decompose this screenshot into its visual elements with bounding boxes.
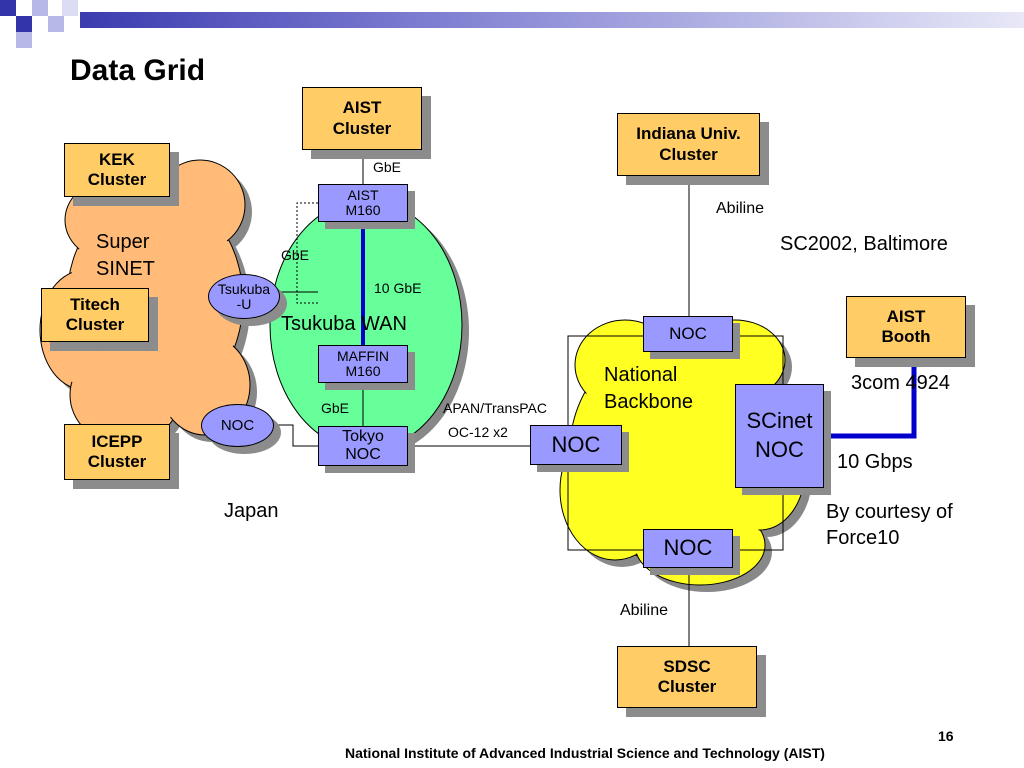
super-sinet-label: Super SINET — [96, 231, 155, 280]
japan-noc[interactable]: NOC — [201, 404, 274, 447]
footer-text: National Institute of Advanced Industria… — [345, 745, 825, 761]
tsukuba-u-node[interactable]: Tsukuba -U — [208, 274, 280, 319]
gbe-bottom-label: GbE — [321, 400, 350, 416]
us-noc-left[interactable]: NOC — [530, 425, 622, 465]
national-backbone-label: National Backbone — [604, 364, 693, 413]
maffin-m160-router[interactable]: MAFFIN M160 — [318, 345, 408, 383]
slide-title: Data Grid — [70, 54, 206, 87]
sdsc-cluster[interactable]: SDSC Cluster — [617, 646, 757, 708]
decor-square-4 — [48, 16, 64, 32]
aist-cluster[interactable]: AIST Cluster — [302, 87, 422, 150]
scinet-noc[interactable]: SCinet NOC — [735, 384, 824, 488]
decor-square-3 — [32, 0, 48, 16]
titech-cluster[interactable]: Titech Cluster — [41, 288, 149, 342]
abiline-bottom-label: Abiline — [620, 602, 669, 619]
japan-label: Japan — [224, 500, 279, 522]
page-number: 16 — [938, 728, 954, 744]
us-noc-bottom[interactable]: NOC — [643, 529, 733, 568]
aist-m160-router[interactable]: AIST M160 — [318, 184, 408, 222]
link-japan-noc-tokyo — [274, 424, 318, 447]
link-10gbps-booth — [824, 358, 917, 439]
icepp-cluster[interactable]: ICEPP Cluster — [64, 424, 170, 480]
tsukuba-wan-label: Tsukuba WAN — [281, 313, 407, 335]
decor-square-5 — [16, 32, 32, 48]
oc12-label: OC-12 x2 — [448, 424, 508, 440]
ten-gbps-label: 10 Gbps — [837, 451, 913, 473]
courtesy-label: By courtesy of Force10 — [826, 501, 953, 549]
gbe-left-label: GbE — [281, 247, 310, 263]
gbe-top-label: GbE — [373, 159, 402, 175]
indiana-cluster[interactable]: Indiana Univ. Cluster — [617, 113, 760, 176]
decor-square-2 — [16, 16, 32, 32]
sc2002-label: SC2002, Baltimore — [780, 233, 948, 255]
decor-square-6 — [62, 0, 78, 16]
tokyo-noc[interactable]: Tokyo NOC — [318, 426, 408, 466]
decor-square-1 — [0, 0, 16, 16]
abiline-top-label: Abiline — [716, 200, 765, 217]
aist-booth[interactable]: AIST Booth — [846, 296, 966, 358]
apan-transpac-label: APAN/TransPAC — [443, 400, 547, 416]
threecom-label: 3com 4924 — [851, 372, 950, 394]
ten-gbe-label: 10 GbE — [374, 280, 422, 296]
kek-cluster[interactable]: KEK Cluster — [64, 143, 170, 197]
title-bar-decoration — [80, 12, 1024, 28]
us-noc-top[interactable]: NOC — [643, 316, 733, 352]
